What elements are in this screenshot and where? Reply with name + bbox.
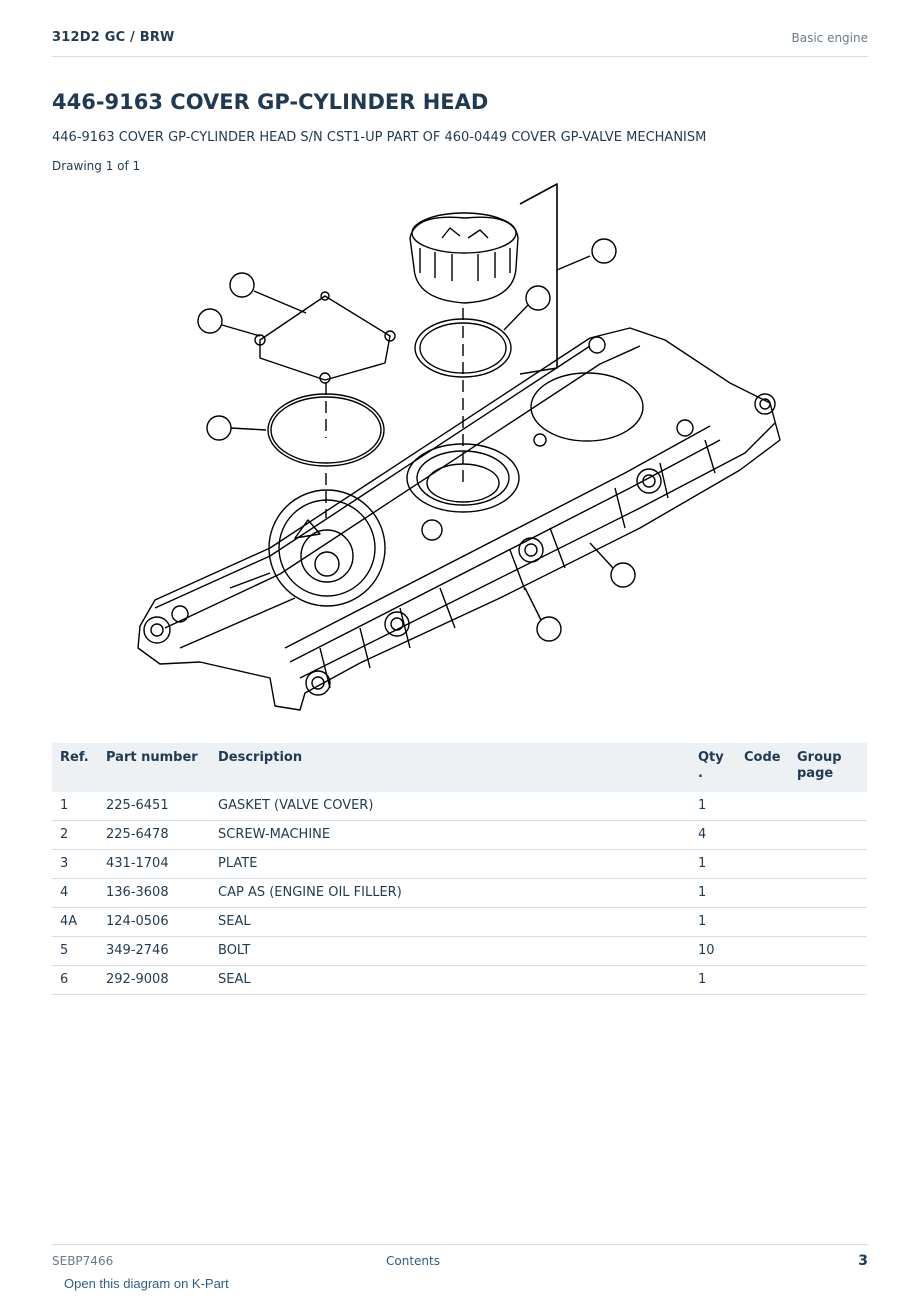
cell-description: CAP AS (ENGINE OIL FILLER)	[210, 878, 690, 908]
header-group-page: Group page	[789, 743, 867, 792]
contents-link[interactable]: Contents	[386, 1254, 440, 1268]
document-number: SEBP7466	[52, 1254, 114, 1268]
page-footer: SEBP7466 Contents 3	[52, 1244, 868, 1275]
oil-filler-cap	[409, 216, 519, 304]
parts-table: Ref. Part number Description Qty . Code …	[52, 743, 867, 995]
cell-qty: 1	[690, 907, 736, 937]
exploded-parts-diagram	[137, 183, 781, 711]
callout-circle	[610, 562, 636, 588]
cell-qty: 4	[690, 820, 736, 850]
cell-description: GASKET (VALVE COVER)	[210, 792, 690, 821]
page-number: 3	[858, 1253, 868, 1269]
cell-description: SCREW-MACHINE	[210, 820, 690, 850]
model-label: 312D2 GC / BRW	[52, 30, 175, 45]
drawing-label: Drawing 1 of 1	[52, 159, 141, 173]
cell-ref: 3	[52, 849, 98, 879]
header-description: Description	[210, 743, 690, 792]
cell-part-number: 225-6451	[98, 792, 210, 821]
cover-plate	[259, 295, 391, 381]
cell-description: SEAL	[210, 907, 690, 937]
cell-group-page	[789, 936, 867, 966]
header-code: Code	[736, 743, 789, 792]
cell-group-page	[789, 965, 867, 995]
header-qty: Qty .	[690, 743, 736, 792]
cell-description: SEAL	[210, 965, 690, 995]
callout-circle	[525, 285, 551, 311]
kpart-link[interactable]: Open this diagram on K-Part	[64, 1276, 229, 1291]
cell-group-page	[789, 792, 867, 821]
cell-ref: 4A	[52, 907, 98, 937]
cell-code	[736, 878, 789, 908]
cell-ref: 6	[52, 965, 98, 995]
page-title: 446-9163 COVER GP-CYLINDER HEAD	[52, 90, 489, 114]
cell-code	[736, 849, 789, 879]
cell-code	[736, 820, 789, 850]
plate-opening-outline	[530, 372, 644, 442]
section-label: Basic engine	[791, 31, 868, 45]
cell-description: BOLT	[210, 936, 690, 966]
callout-circle	[229, 272, 255, 298]
cell-part-number: 349-2746	[98, 936, 210, 966]
callout-circle	[197, 308, 223, 334]
page-header: 312D2 GC / BRW Basic engine	[52, 28, 868, 57]
cell-code	[736, 792, 789, 821]
cell-part-number: 225-6478	[98, 820, 210, 850]
callout-circle	[536, 616, 562, 642]
page-subtitle: 446-9163 COVER GP-CYLINDER HEAD S/N CST1…	[52, 130, 707, 145]
cell-group-page	[789, 907, 867, 937]
cell-part-number: 136-3608	[98, 878, 210, 908]
cell-code	[736, 936, 789, 966]
cell-qty: 1	[690, 849, 736, 879]
cell-ref: 2	[52, 820, 98, 850]
cell-code	[736, 907, 789, 937]
callout-circle	[206, 415, 232, 441]
header-ref: Ref.	[52, 743, 98, 792]
cell-group-page	[789, 878, 867, 908]
table-header-row: Ref. Part number Description Qty . Code …	[52, 743, 867, 792]
header-part-number: Part number	[98, 743, 210, 792]
callout-circle	[591, 238, 617, 264]
cell-part-number: 124-0506	[98, 907, 210, 937]
cell-ref: 5	[52, 936, 98, 966]
cell-code	[736, 965, 789, 995]
cell-qty: 1	[690, 965, 736, 995]
cell-description: PLATE	[210, 849, 690, 879]
cell-part-number: 431-1704	[98, 849, 210, 879]
cell-group-page	[789, 820, 867, 850]
valve-cover-body	[137, 327, 781, 711]
cell-group-page	[789, 849, 867, 879]
cell-qty: 10	[690, 936, 736, 966]
cell-qty: 1	[690, 878, 736, 908]
cell-qty: 1	[690, 792, 736, 821]
cell-part-number: 292-9008	[98, 965, 210, 995]
cell-ref: 4	[52, 878, 98, 908]
cell-ref: 1	[52, 792, 98, 821]
